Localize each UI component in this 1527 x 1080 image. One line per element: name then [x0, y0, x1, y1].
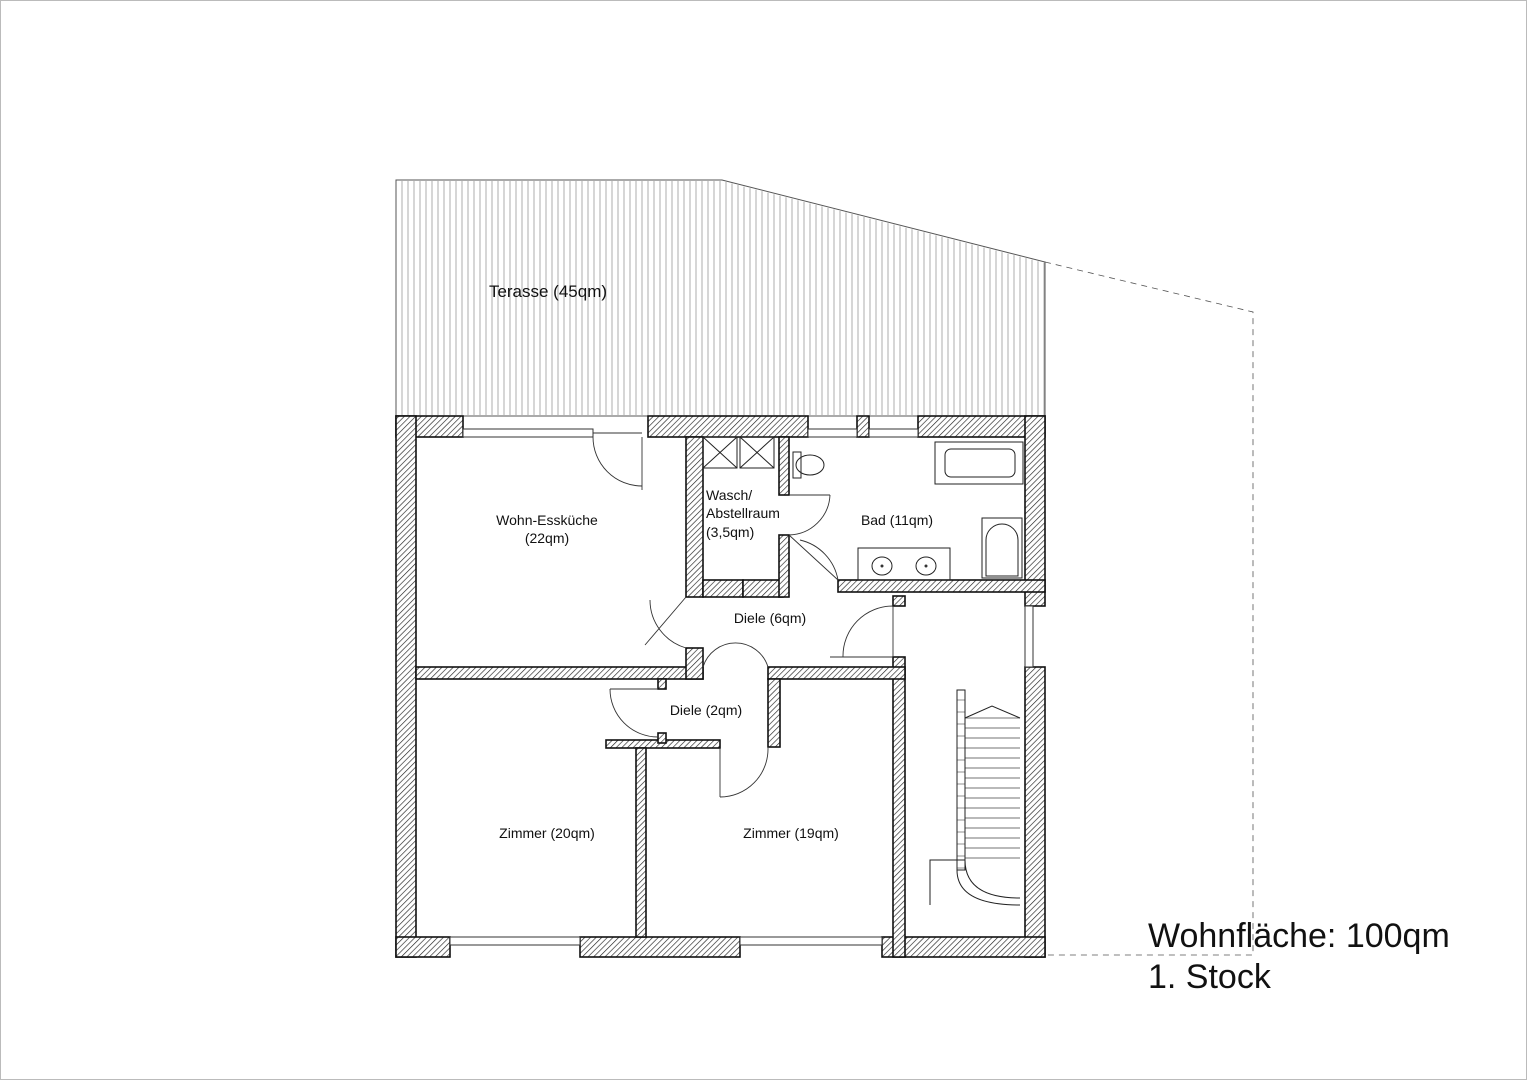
terrace-area: [395, 179, 1046, 417]
floor-summary: Wohnfläche: 100qm 1. Stock: [1148, 917, 1450, 996]
bath-fixtures: [792, 441, 1024, 581]
living-area-text: Wohnfläche: 100qm: [1148, 917, 1450, 955]
left-bedroom-label: Zimmer (20qm): [499, 825, 595, 841]
kitchen-label: Wohn-Essküche: [496, 512, 598, 528]
windows: [449, 428, 1034, 946]
main-hall-label: Diele (6qm): [734, 610, 806, 626]
laundry-area-label: (3,5qm): [706, 524, 754, 540]
terrace-slats: [401, 181, 1045, 415]
kitchen-area-label: (22qm): [525, 530, 569, 546]
small-hall-label: Diele (2qm): [670, 702, 742, 718]
laundry-label-2: Abstellraum: [706, 505, 780, 521]
stair-steps: [957, 699, 1020, 869]
right-bedroom-label: Zimmer (19qm): [743, 825, 839, 841]
doors: [592, 432, 894, 798]
laundry-appliances: [702, 436, 775, 469]
room-labels: Terasse (45qm) Wohn-Essküche (22qm) Wasc…: [489, 282, 933, 841]
bath-label: Bad (11qm): [861, 512, 933, 528]
terrace-label: Terasse (45qm): [489, 282, 607, 301]
laundry-label: Wasch/: [706, 487, 752, 503]
floor-level-text: 1. Stock: [1148, 958, 1272, 996]
walls: [395, 415, 1046, 958]
roof-outline: [1044, 261, 1254, 956]
staircase: [929, 689, 1021, 906]
